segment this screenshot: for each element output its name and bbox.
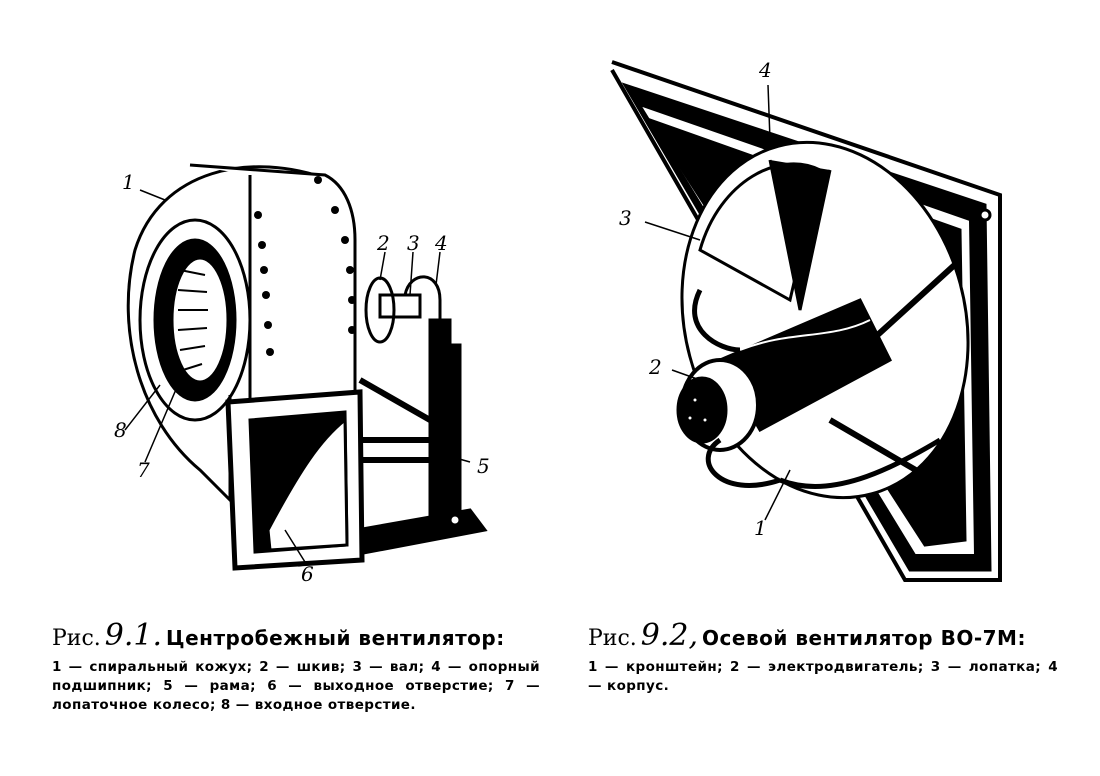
callout-4-bearing: 4 [435,231,448,255]
callout-5-frame: 5 [477,454,490,478]
callout-3-blade: 3 [619,206,632,230]
callout-1-housing: 1 [122,170,135,194]
figure1-legend: 1 — спиральный кожух; 2 — шкив; 3 — вал;… [52,659,540,713]
figure-number: 9.1. [104,618,163,653]
callout-4-casing: 4 [759,58,772,82]
callout-2-motor: 2 [649,355,662,379]
figure2-caption-title: Рис.9.2,Осевой вентилятор ВО-7М: [588,618,1026,653]
callout-6-outlet: 6 [301,562,314,586]
callout-3-shaft: 3 [407,231,420,255]
callout-2-pulley: 2 [377,231,390,255]
callout-8-inlet: 8 [114,418,127,442]
callout-7-impeller: 7 [137,458,150,482]
figure-title: Центробежный вентилятор: [166,626,505,650]
figure-number: 9.2, [640,618,699,653]
figure-prefix: Рис. [588,626,637,651]
callout-1-bracket: 1 [754,516,767,540]
figure-title: Осевой вентилятор ВО-7М: [702,626,1026,650]
figure-prefix: Рис. [52,626,101,651]
figure1-caption-title: Рис.9.1.Центробежный вентилятор: [52,618,505,653]
figure2-legend: 1 — кронштейн; 2 — электродвигатель; 3 —… [588,659,1058,694]
